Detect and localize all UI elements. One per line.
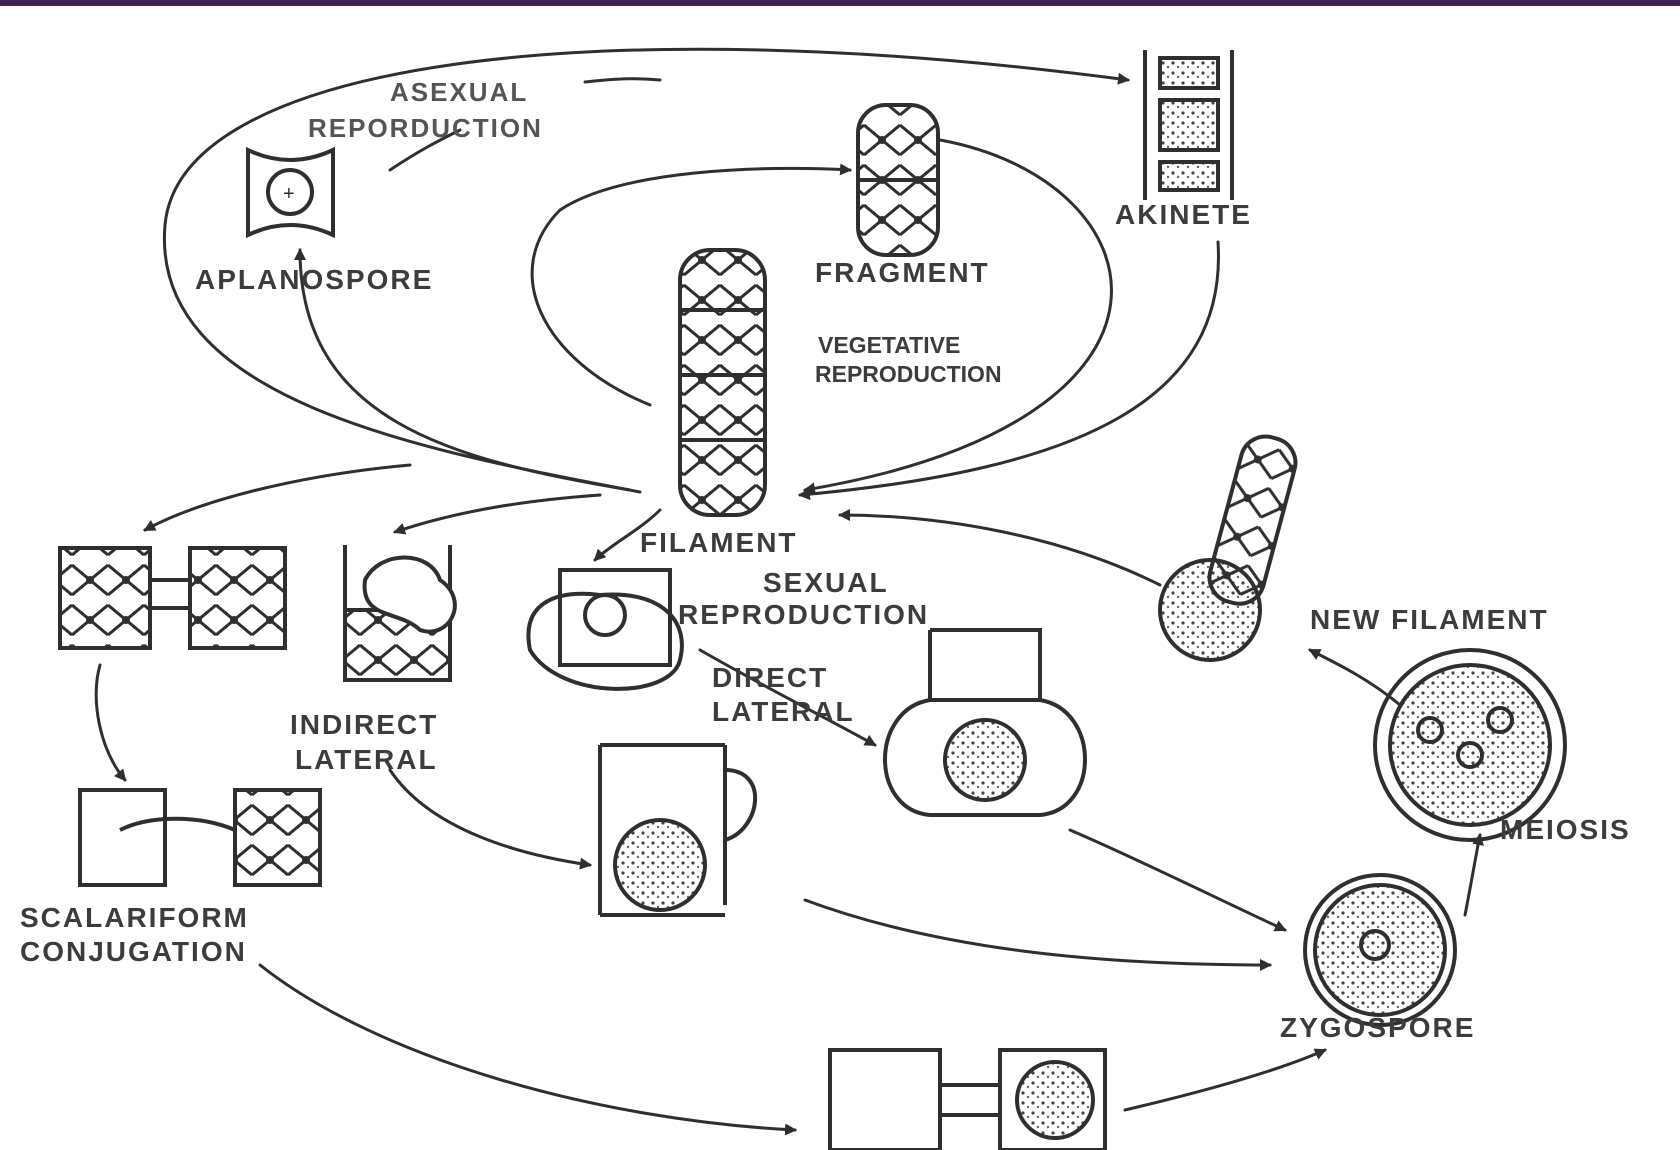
meiosis-illustration <box>1375 650 1565 840</box>
leader-asexual-top <box>585 79 660 82</box>
asexual-label-line1: ASEXUAL <box>390 78 528 107</box>
arrow-scalariform-to-bottom <box>260 965 795 1130</box>
indirect-lateral-illustration <box>345 545 455 680</box>
filament-label: FILAMENT <box>640 528 798 559</box>
zygospore-label: ZYGOSPORE <box>1280 1013 1475 1044</box>
zygospore-illustration <box>1305 875 1455 1025</box>
new-filament-label: NEW FILAMENT <box>1310 605 1549 636</box>
arrow-filament-to-scalariform <box>145 465 410 530</box>
filament-illustration <box>680 250 765 515</box>
aplanospore-illustration: + <box>248 150 333 235</box>
direct-cell-illustration <box>885 630 1085 815</box>
vegetative-label-line2: REPRODUCTION <box>815 362 1002 387</box>
vegetative-label-line1: VEGETATIVE <box>818 333 960 358</box>
arrow-directcell-to-zygospore <box>1070 830 1285 930</box>
bottom-conjugation-illustration <box>830 1050 1105 1150</box>
akinete-illustration <box>1145 50 1232 200</box>
svg-text:+: + <box>283 183 295 205</box>
akinete-label: AKINETE <box>1115 200 1252 231</box>
meiosis-label: MEIOSIS <box>1500 815 1631 846</box>
arrow-fragment-to-filament <box>805 140 1111 490</box>
arrow-zygospore-to-meiosis <box>1465 835 1480 915</box>
new-filament-illustration <box>1160 431 1301 660</box>
direct-lateral-label-line1: DIRECT <box>712 663 828 694</box>
scalariform-bottom-illustration <box>80 790 320 885</box>
fragment-illustration <box>858 105 938 255</box>
fragment-label: FRAGMENT <box>815 258 990 289</box>
scalariform-label-line2: CONJUGATION <box>20 937 247 968</box>
sexual-label-line1: SEXUAL <box>763 568 889 599</box>
asexual-label-line2: REPORDUCTION <box>308 114 543 143</box>
indirect-cell-illustration <box>600 745 755 915</box>
arrow-bottom-to-zygospore <box>1125 1050 1325 1110</box>
direct-lateral-illustration <box>528 570 681 689</box>
indirect-lateral-label-line2: LATERAL <box>295 745 438 776</box>
direct-lateral-label-line2: LATERAL <box>712 697 855 728</box>
arrow-indirectcell-to-zygospore <box>805 900 1270 965</box>
arrow-filament-to-indirect <box>395 495 600 532</box>
arrow-scalariform-down <box>96 665 125 780</box>
scalariform-top-illustration <box>60 548 285 648</box>
aplanospore-label: APLANOSPORE <box>195 265 433 296</box>
indirect-lateral-label-line1: INDIRECT <box>290 710 438 741</box>
sexual-label-line2: REPRODUCTION <box>678 600 929 631</box>
scalariform-label-line1: SCALARIFORM <box>20 903 249 934</box>
arrow-indirect-to-cell <box>390 770 590 865</box>
